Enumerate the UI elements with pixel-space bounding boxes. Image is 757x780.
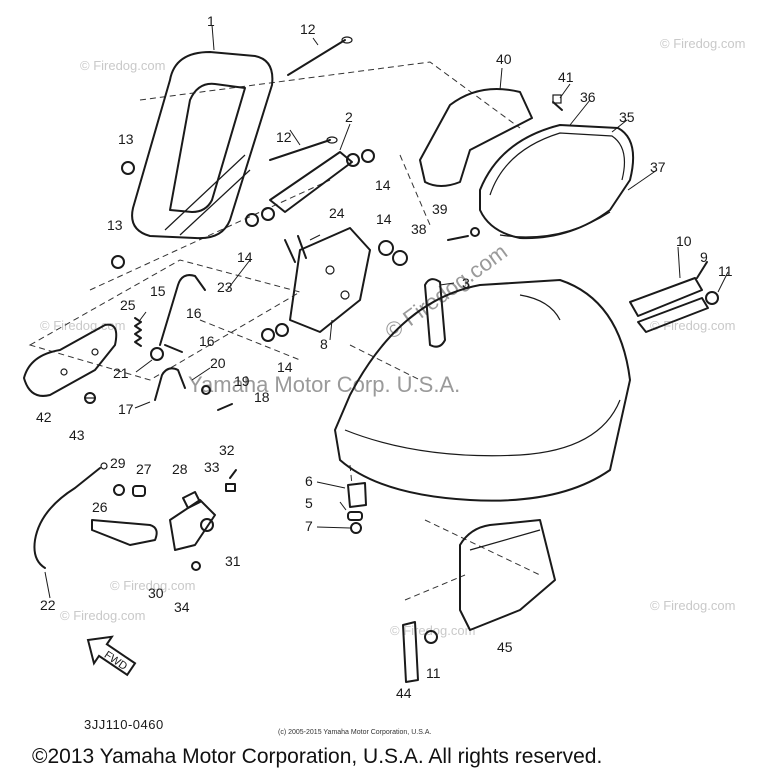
part-38-39 — [447, 227, 480, 241]
guide-lines — [28, 61, 541, 601]
watermark-corner: © Firedog.com — [660, 36, 745, 51]
part-9-11 — [696, 261, 719, 305]
callout-28: 28 — [172, 461, 188, 477]
callout-7: 7 — [305, 518, 313, 534]
callout-11: 11 — [426, 665, 441, 681]
callout-45: 45 — [497, 639, 513, 655]
callout-29: 29 — [110, 455, 126, 471]
callout-1: 1 — [207, 13, 215, 29]
part-lever-26 — [91, 519, 158, 546]
callout-27: 27 — [136, 461, 152, 477]
watermark-layer: © Firedog.com © Firedog.com © Firedog.co… — [40, 36, 745, 638]
callout-12: 12 — [300, 21, 316, 37]
callout-36: 36 — [580, 89, 596, 105]
callout-13: 13 — [118, 131, 134, 147]
part-trunk-lid-35 — [479, 124, 634, 240]
callout-15: 15 — [150, 283, 166, 299]
callout-26: 26 — [92, 499, 108, 515]
small-copyright: (c) 2005-2015 Yamaha Motor Corporation, … — [278, 729, 432, 736]
callout-14: 14 — [376, 211, 392, 227]
part-pouch-45 — [459, 519, 556, 631]
callout-24: 24 — [329, 205, 345, 221]
part-latch-stack — [347, 482, 367, 534]
callout-42: 42 — [36, 409, 52, 425]
callout-30: 30 — [148, 585, 164, 601]
callout-10: 10 — [676, 233, 692, 249]
callout-6: 6 — [305, 473, 313, 489]
callout-44: 44 — [396, 685, 412, 701]
callout-33: 33 — [204, 459, 220, 475]
part-nuts-13 — [111, 161, 135, 269]
callout-35: 35 — [619, 109, 635, 125]
part-side-plate-42 — [23, 323, 118, 397]
callout-11: 11 — [718, 263, 733, 279]
part-24 — [284, 235, 307, 263]
callout-16: 16 — [186, 305, 202, 321]
part-stay-2 — [269, 151, 353, 213]
part-cable-22 — [33, 462, 108, 569]
part-backrest — [131, 51, 274, 240]
part-bolts-12 — [269, 36, 353, 161]
part-grommets-14 — [245, 149, 408, 342]
part-screw-43 — [84, 392, 96, 404]
callout-20: 20 — [210, 355, 226, 371]
callout-18: 18 — [254, 389, 270, 405]
callout-38: 38 — [411, 221, 427, 237]
callout-13: 13 — [107, 217, 123, 233]
callout-31: 31 — [225, 553, 241, 569]
callout-19: 19 — [234, 373, 250, 389]
callout-39: 39 — [432, 201, 448, 217]
part-spring-25 — [134, 317, 164, 361]
copyright-line: ©2013 Yamaha Motor Corporation, U.S.A. A… — [32, 745, 603, 768]
watermark-center: Yamaha Motor Corp. U.S.A. — [188, 372, 460, 397]
callout-12: 12 — [276, 129, 292, 145]
callout-3: 3 — [462, 275, 470, 291]
callout-14: 14 — [375, 177, 391, 193]
callout-22: 22 — [40, 597, 56, 613]
callout-14: 14 — [277, 359, 293, 375]
callout-9: 9 — [700, 249, 708, 265]
part-strap-10 — [629, 277, 709, 333]
callout-2: 2 — [345, 109, 353, 125]
callout-5: 5 — [305, 495, 313, 511]
callout-23: 23 — [217, 279, 233, 295]
callout-40: 40 — [496, 51, 512, 67]
callout-8: 8 — [320, 336, 328, 352]
leader-lines — [44, 24, 729, 599]
forward-arrow-icon: FWD — [86, 635, 137, 677]
callout-17: 17 — [118, 401, 134, 417]
callout-37: 37 — [650, 159, 666, 175]
callout-32: 32 — [219, 442, 235, 458]
callout-14: 14 — [237, 249, 253, 265]
callout-16: 16 — [199, 333, 215, 349]
part-trunk-body — [334, 279, 631, 502]
callout-41: 41 — [558, 69, 574, 85]
watermark-corner: © Firedog.com — [80, 58, 165, 73]
part-44-11 — [402, 621, 438, 683]
diagram-code: 3JJ110-0460 — [84, 717, 164, 732]
part-rod-15 — [159, 274, 206, 353]
part-latch-assy — [113, 469, 237, 571]
callout-34: 34 — [174, 599, 190, 615]
part-hinge-3 — [424, 278, 446, 348]
watermark-corner: © Firedog.com — [40, 318, 125, 333]
callout-21: 21 — [113, 365, 129, 381]
part-arm-17 — [154, 367, 233, 411]
callout-25: 25 — [120, 297, 136, 313]
callout-labels: 1 12 12 2 13 13 14 14 14 14 24 40 41 36 … — [36, 13, 733, 701]
callout-43: 43 — [69, 427, 85, 443]
part-plate-8 — [289, 227, 371, 333]
part-41 — [552, 94, 563, 111]
watermark-diagonal: © Firedog.com — [380, 239, 512, 344]
watermark-corner: © Firedog.com — [650, 598, 735, 613]
part-cover-40 — [419, 88, 533, 187]
watermark-corner: © Firedog.com — [110, 578, 195, 593]
watermark-corner: © Firedog.com — [60, 608, 145, 623]
